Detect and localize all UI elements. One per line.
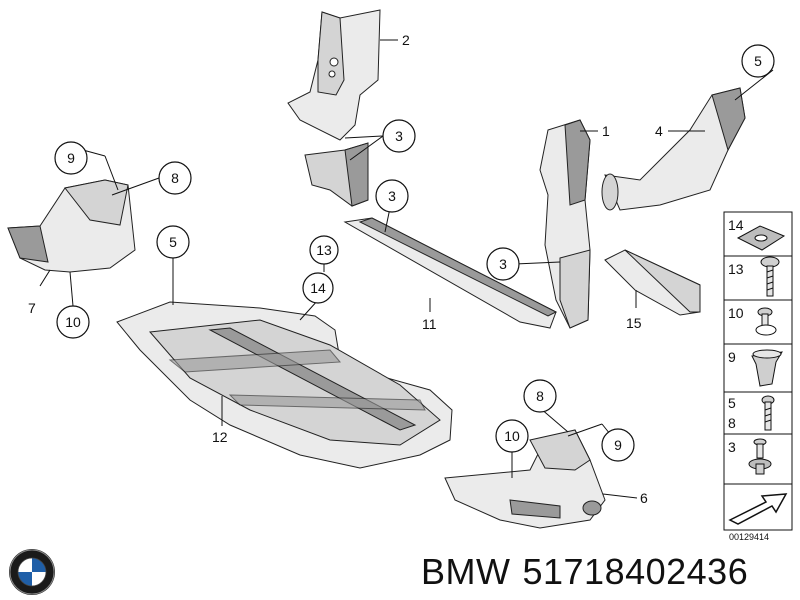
callout-label: 3: [499, 256, 507, 272]
bmw-logo: [9, 549, 55, 595]
legend-label-8: 8: [728, 415, 736, 431]
callout-9-a[interactable]: 9: [54, 141, 88, 175]
legend-label-3: 3: [728, 439, 736, 455]
callout-label: 5: [169, 234, 177, 250]
part-3-bracket-upper: [304, 142, 369, 207]
legend-label-5: 5: [728, 395, 736, 411]
leader-lines: [39, 39, 774, 499]
callout-label: 10: [65, 314, 81, 330]
callout-3-c[interactable]: 3: [486, 247, 520, 281]
expanding-rivet-small-icon: [748, 438, 772, 475]
part-11-crossmember: [343, 217, 558, 329]
callout-8-b[interactable]: 8: [523, 379, 557, 413]
callout-3-b[interactable]: 3: [375, 179, 409, 213]
callout-8-a[interactable]: 8: [158, 161, 192, 195]
label-2[interactable]: 2: [402, 32, 410, 48]
part-caption: BMW 51718402436: [421, 548, 793, 596]
callout-9-b[interactable]: 9: [601, 428, 635, 462]
callout-10-a[interactable]: 10: [56, 305, 90, 339]
part-2-duct-upper: [287, 9, 381, 141]
collar-screw-icon: [761, 395, 775, 431]
callout-10-b[interactable]: 10: [495, 419, 529, 453]
callout-label: 5: [754, 53, 762, 69]
label-4[interactable]: 4: [655, 123, 663, 139]
legend-label-13: 13: [728, 261, 744, 277]
callout-13[interactable]: 13: [309, 235, 339, 265]
callout-3-a[interactable]: 3: [382, 119, 416, 153]
forward-arrow-icon: [728, 493, 788, 525]
callout-label: 9: [614, 437, 622, 453]
label-1[interactable]: 1: [602, 123, 610, 139]
legend-label-14: 14: [728, 217, 744, 233]
label-7[interactable]: 7: [28, 300, 36, 316]
callout-label: 8: [171, 170, 179, 186]
part-4-air-duct: [601, 87, 746, 211]
part-15-deflector: [604, 249, 701, 316]
callout-label: 13: [316, 242, 332, 258]
reference-number: 00129414: [729, 532, 769, 542]
brand-name: BMW: [421, 551, 511, 592]
label-6[interactable]: 6: [640, 490, 648, 506]
part-6-air-guide-right: [444, 429, 606, 529]
callout-label: 3: [388, 188, 396, 204]
legend-label-10: 10: [728, 305, 744, 321]
legend-label-9: 9: [728, 349, 736, 365]
expanding-rivet-icon: [751, 349, 783, 387]
part-7-air-guide-left: [7, 179, 136, 273]
callout-5-b[interactable]: 5: [156, 225, 190, 259]
label-12[interactable]: 12: [212, 429, 228, 445]
callout-label: 9: [67, 150, 75, 166]
nut-clip-icon: [736, 225, 786, 251]
label-11[interactable]: 11: [422, 316, 437, 332]
part-1-duct-right: [539, 119, 591, 329]
screw-icon: [760, 256, 780, 297]
callout-5-a[interactable]: 5: [741, 44, 775, 78]
callout-label: 14: [310, 280, 326, 296]
callout-14[interactable]: 14: [302, 272, 334, 304]
part-12-underbody-panel: [116, 301, 453, 469]
fastener-legend: 14 13 10 9 5 8: [723, 211, 793, 531]
callout-label: 3: [395, 128, 403, 144]
washer-screw-icon: [755, 307, 777, 336]
callout-label: 10: [504, 428, 520, 444]
callout-label: 8: [536, 388, 544, 404]
label-15[interactable]: 15: [626, 315, 642, 331]
part-number: 51718402436: [522, 551, 749, 592]
